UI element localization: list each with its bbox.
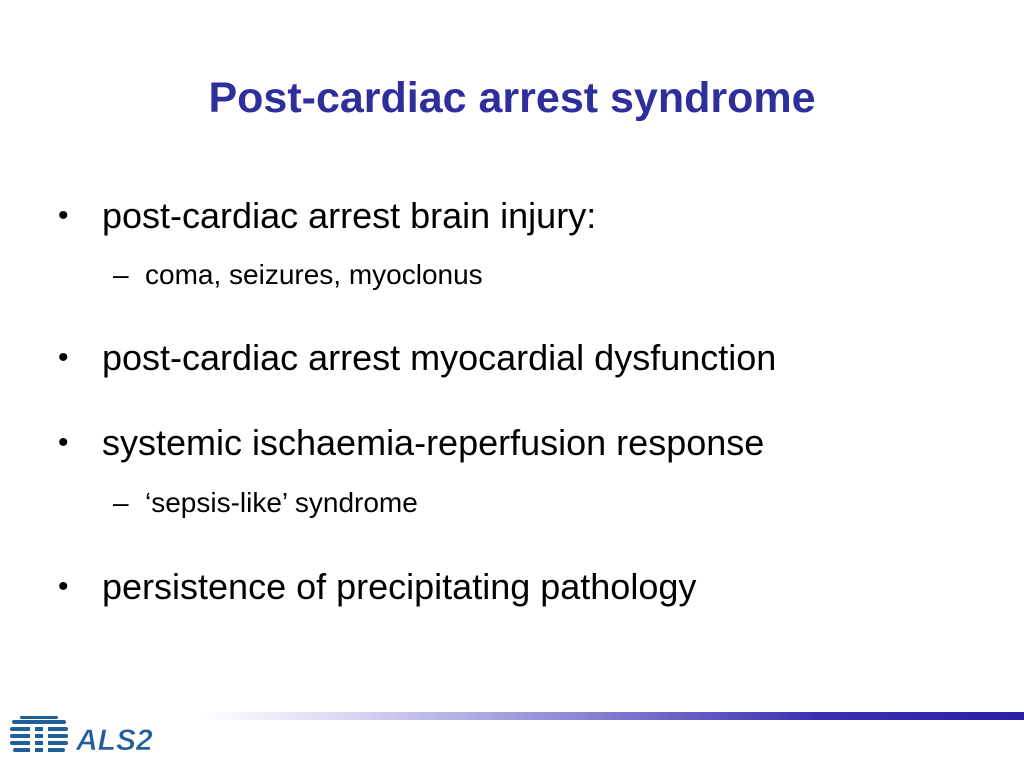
als2-logo: ALS2	[10, 716, 153, 757]
sub-bullet-item: – ‘sepsis-like’ syndrome	[113, 483, 418, 523]
sub-bullet-text: coma, seizures, myoclonus	[145, 259, 483, 290]
slide-title: Post-cardiac arrest syndrome	[208, 74, 816, 122]
logo-text: ALS2	[75, 724, 153, 757]
bullet-text: systemic ischaemia-reperfusion response	[102, 422, 765, 463]
sub-bullet-dash: –	[113, 259, 129, 290]
footer-accent-bar	[200, 712, 1024, 720]
slide-content: • post-cardiac arrest brain injury: – co…	[58, 191, 776, 612]
globe-icon	[10, 716, 68, 754]
bullet-text: persistence of precipitating pathology	[102, 566, 697, 607]
bullet-dot: •	[58, 426, 69, 459]
bullet-dot: •	[58, 199, 69, 232]
bullet-dot: •	[58, 570, 69, 603]
sub-bullet-dash: –	[113, 487, 129, 518]
bullet-text: post-cardiac arrest brain injury:	[102, 195, 597, 236]
sub-bullet-text: ‘sepsis-like’ syndrome	[145, 487, 418, 518]
bullet-text: post-cardiac arrest myocardial dysfuncti…	[102, 337, 777, 378]
sub-bullet-item: – coma, seizures, myoclonus	[113, 255, 483, 295]
bullet-dot: •	[58, 341, 69, 374]
bullet-item: • systemic ischaemia-reperfusion respons…	[58, 418, 764, 468]
bullet-item: • post-cardiac arrest myocardial dysfunc…	[58, 333, 776, 383]
bullet-item: • persistence of precipitating pathology	[58, 562, 696, 612]
slide-footer: ALS2	[0, 700, 1024, 768]
bullet-item: • post-cardiac arrest brain injury:	[58, 191, 596, 241]
